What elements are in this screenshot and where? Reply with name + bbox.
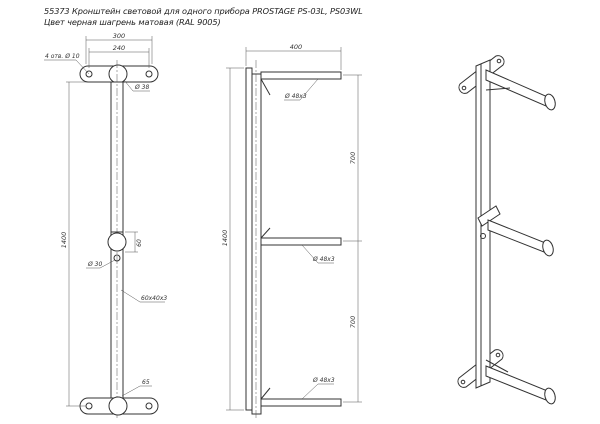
dim-38-label: Ø 38 <box>134 84 149 91</box>
dim-38-leader <box>123 79 134 92</box>
iso-arm-top <box>485 69 551 107</box>
dim-240-label: 240 <box>113 44 125 52</box>
iso-arm-bottom <box>485 365 551 401</box>
iso-top-hole-left <box>461 85 467 91</box>
iso-bottom-hole-left <box>460 379 466 385</box>
dim-holes-label: 4 отв. Ø 10 <box>45 53 80 60</box>
dim-1400-label: 1400 <box>60 232 68 249</box>
arm1-label: Ø 48x3 <box>284 93 307 100</box>
side-arm-top-brace <box>260 78 271 96</box>
side-arm-bottom-brace <box>260 387 271 400</box>
iso-arm-mid-end <box>542 239 554 257</box>
dim-700a-label: 700 <box>349 152 357 164</box>
side-arm-mid-brace <box>260 227 271 239</box>
side-vertical-profile <box>251 73 262 415</box>
iso-arm-top-brace <box>485 87 511 91</box>
side-arm-top <box>260 71 342 80</box>
drawing-subtitle: Цвет черная шагрень матовая (RAL 9005) <box>44 17 221 27</box>
side-arm-mid <box>260 237 342 246</box>
dim-profile-leader <box>120 289 141 303</box>
iso-arm-mid <box>487 219 549 253</box>
front-mid-tube <box>107 232 127 252</box>
front-view: 300 240 4 отв. Ø 10 Ø 38 1400 60 <box>44 32 167 420</box>
dim-300-label: 300 <box>113 32 125 40</box>
iso-arm-top-end <box>544 93 556 111</box>
front-bottom-tube <box>108 396 128 416</box>
side-wall-plate <box>245 67 253 411</box>
dim-holes-leader <box>75 59 90 75</box>
front-bottom-hole-right <box>145 402 153 410</box>
iso-mid-plate <box>477 205 501 227</box>
dim-profile-label: 60x40x3 <box>141 295 167 302</box>
iso-bottom-hole-right <box>495 352 501 358</box>
arm3-leader <box>301 383 319 400</box>
side-view: 400 1400 700 700 Ø 48x3 Ø 48x3 Ø 48x3 <box>221 43 362 420</box>
dim-65-leader <box>121 385 141 397</box>
side-dim-1400-label: 1400 <box>221 230 229 247</box>
front-mid-hole <box>113 254 121 262</box>
dim-700b-label: 700 <box>349 316 357 328</box>
front-top-hole-left <box>85 70 93 78</box>
dim-30-leader <box>99 259 116 269</box>
dim-65-label: 65 <box>142 379 150 386</box>
side-arm-bottom <box>260 398 342 407</box>
dim-400-label: 400 <box>290 43 302 51</box>
isometric-view <box>457 55 556 405</box>
dim-60-label: 60 <box>136 239 143 247</box>
front-top-hole-right <box>145 70 153 78</box>
drawing-title: 55373 Кронштейн световой для одного приб… <box>44 6 363 16</box>
iso-top-hole-right <box>496 58 502 64</box>
arm1-leader <box>299 78 319 101</box>
iso-mid-hole <box>480 233 486 239</box>
iso-arm-bottom-end <box>544 387 556 405</box>
arm2-label: Ø 48x3 <box>312 256 335 263</box>
dim-30-label: Ø 30 <box>87 261 102 268</box>
arm3-label: Ø 48x3 <box>312 377 335 384</box>
arm2-leader <box>301 244 319 264</box>
iso-arm-bottom-brace <box>485 359 509 373</box>
